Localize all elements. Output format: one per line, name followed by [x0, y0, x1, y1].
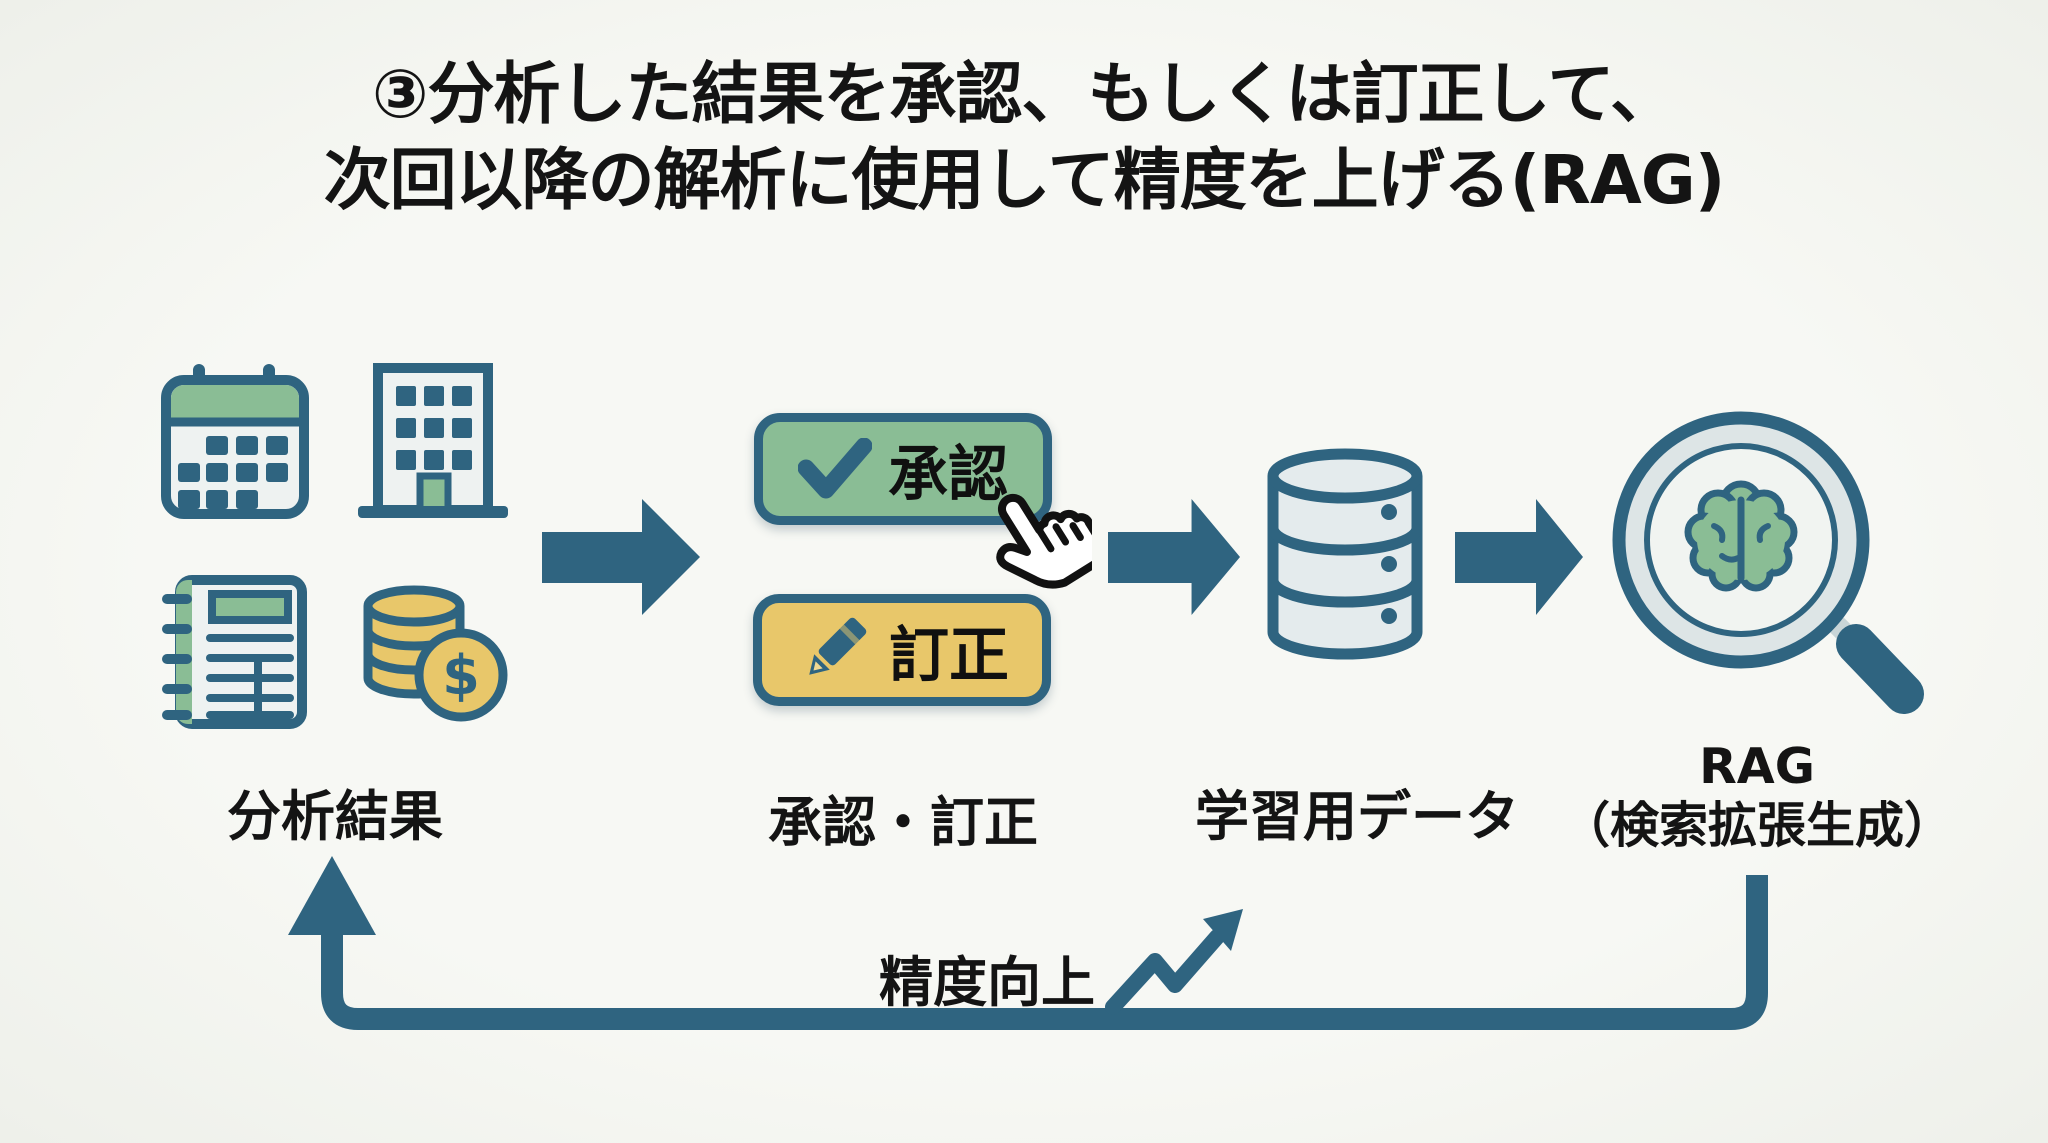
notebook-icon	[162, 575, 307, 729]
correct-button[interactable]: 訂正	[753, 594, 1051, 706]
review-label: 承認・訂正	[768, 791, 1038, 854]
approve-button-label: 承認	[888, 439, 1008, 510]
brain-icon	[1684, 480, 1798, 592]
rag-sublabel: （検索拡張生成）	[1560, 796, 1953, 854]
feedback-label: 精度向上	[879, 951, 1095, 1014]
magnifier-brain-icon	[1612, 411, 1924, 714]
calendar-icon	[161, 364, 309, 519]
analysis-icons-group: $	[160, 362, 510, 730]
flow-arrow-1	[542, 499, 700, 615]
flow-arrow-3	[1455, 499, 1583, 615]
trend-up-icon	[1105, 909, 1243, 1015]
analysis-label: 分析結果	[227, 785, 443, 848]
rag-label: RAG	[1699, 738, 1815, 795]
building-icon	[358, 363, 508, 518]
cursor-hand-icon	[996, 493, 1092, 589]
flow-arrow-2	[1108, 499, 1240, 615]
dollar-glyph: $	[442, 644, 480, 707]
page-title: ③分析した結果を承認、もしくは訂正して、 次回以降の解析に使用して精度を上げる(…	[0, 52, 2048, 224]
correct-button-label: 訂正	[889, 620, 1009, 691]
title-line-1: ③分析した結果を承認、もしくは訂正して、	[371, 55, 1677, 133]
title-line-2: 次回以降の解析に使用して精度を上げる(RAG)	[323, 140, 1726, 219]
pencil-icon	[809, 617, 867, 675]
training-label: 学習用データ	[1195, 785, 1519, 848]
coins-icon: $	[363, 585, 508, 722]
database-icon	[1267, 448, 1423, 660]
check-icon	[798, 438, 872, 499]
rag-label-block: RAG （検索拡張生成）	[1557, 738, 1957, 856]
